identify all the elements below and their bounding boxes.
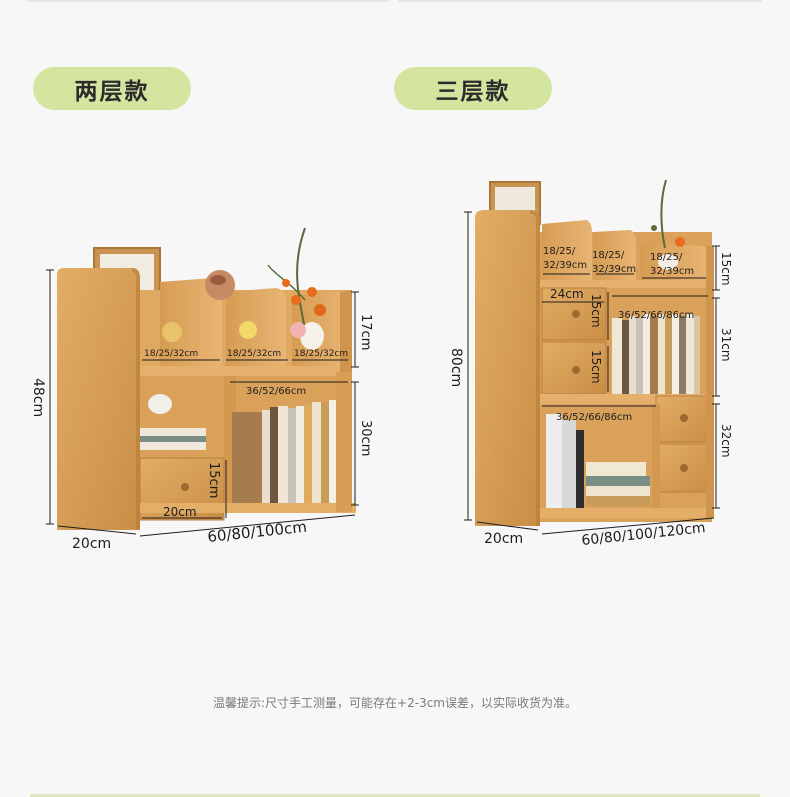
three-middle-height: 31cm (719, 328, 733, 362)
three-drawer-width: 24cm (550, 287, 584, 301)
three-tier-title: 三层款 (394, 67, 552, 110)
two-middle-width: 36/52/66cm (246, 386, 306, 397)
three-depth-label: 20cm (484, 531, 523, 547)
two-depth-label: 20cm (72, 536, 111, 552)
two-tier-title: 两层款 (33, 67, 191, 110)
books-decor (232, 400, 337, 504)
three-top-height: 15cm (719, 252, 733, 286)
two-drawer-height: 15cm (206, 462, 221, 498)
books-decor-2 (612, 314, 700, 394)
three-drawer-height-2: 15cm (589, 350, 603, 384)
three-upper-width: 36/52/66/86cm (618, 310, 694, 321)
three-top-comp-1a: 18/25/ (543, 246, 576, 257)
three-top-comp-2b: 32/39cm (592, 264, 636, 275)
three-lower-width: 36/52/66/86cm (556, 412, 632, 423)
three-tier-shelf (475, 179, 714, 526)
three-top-comp-2a: 18/25/ (592, 250, 625, 261)
plant-decor (267, 227, 326, 350)
three-height-label: 80cm (448, 348, 464, 387)
bottom-divider (30, 794, 760, 797)
two-top-height: 17cm (358, 314, 373, 350)
two-height-label: 48cm (30, 378, 46, 417)
three-tier-dimensions (464, 211, 720, 535)
two-drawer-width: 20cm (163, 505, 197, 519)
two-top-comp-2: 18/25/32cm (227, 349, 281, 359)
three-drawer-height-1: 15cm (589, 294, 603, 328)
three-top-comp-1b: 32/39cm (543, 260, 587, 271)
plant-decor-2 (651, 179, 685, 270)
top-divider (0, 0, 790, 6)
two-top-comp-1: 18/25/32cm (144, 349, 198, 359)
two-tier-dimensions (46, 269, 359, 537)
three-lower-height: 32cm (719, 424, 733, 458)
two-width-label: 60/80/100cm (207, 518, 308, 546)
two-tier-shelf (57, 227, 356, 530)
three-top-comp-3b: 32/39cm (650, 266, 694, 277)
two-lower-height: 30cm (358, 420, 373, 456)
measurement-note: 温馨提示:尺寸手工测量，可能存在+2-3cm误差，以实际收货为准。 (213, 696, 577, 710)
two-top-comp-3: 18/25/32cm (294, 349, 348, 359)
three-top-comp-3a: 18/25/ (650, 252, 683, 263)
